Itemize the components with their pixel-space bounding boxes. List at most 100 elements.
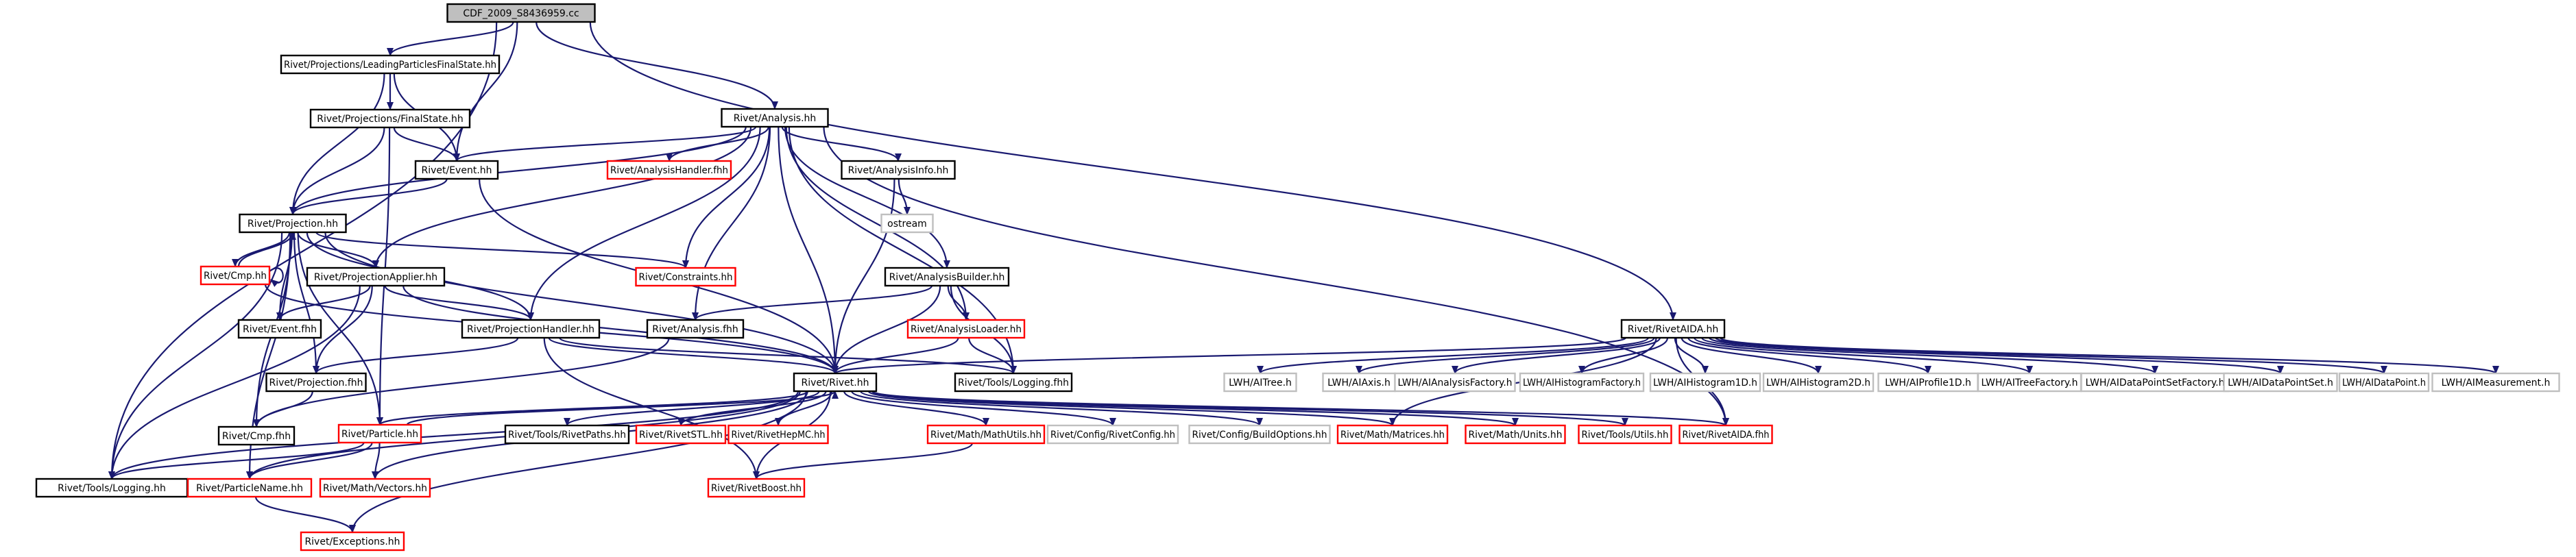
node-label: ostream — [887, 219, 927, 230]
edge-analysis-to-papplier — [372, 126, 752, 269]
node-ainfo[interactable]: Rivet/AnalysisInfo.hh — [841, 160, 956, 180]
node-cmpf[interactable]: Rivet/Cmp.fhh — [217, 425, 296, 446]
node-itree[interactable]: LWH/AITree.h — [1223, 372, 1297, 393]
edge-phandler-to-projf — [313, 337, 519, 374]
node-root[interactable]: CDF_2009_S8436959.cc — [446, 3, 596, 23]
node-iaxis[interactable]: LWH/AIAxis.h — [1322, 372, 1396, 393]
node-box — [1223, 372, 1297, 393]
node-label: LWH/AIProfile1D.h — [1885, 377, 1971, 388]
node-units[interactable]: Rivet/Math/Units.hh — [1465, 424, 1566, 445]
node-ih1[interactable]: LWH/AIHistogram1D.h — [1649, 372, 1761, 393]
node-matrices[interactable]: Rivet/Math/Matrices.hh — [1336, 424, 1449, 445]
node-analysis[interactable]: Rivet/Analysis.hh — [721, 108, 829, 128]
node-rpaths[interactable]: Rivet/Tools/RivetPaths.hh — [504, 424, 630, 445]
node-label: Rivet/ParticleName.hh — [196, 483, 303, 494]
node-label: Rivet/Projections/LeadingParticlesFinalS… — [284, 60, 496, 71]
node-box — [880, 213, 934, 234]
node-box — [954, 372, 1073, 393]
node-label: Rivet/Cmp.hh — [204, 271, 267, 282]
node-box — [237, 319, 322, 339]
node-ihf[interactable]: LWH/AIHistogramFactory.h — [1519, 372, 1645, 393]
node-boost[interactable]: Rivet/RivetBoost.hh — [707, 478, 806, 498]
node-tlog[interactable]: Rivet/Tools/Logging.hh — [35, 478, 189, 498]
node-projection[interactable]: Rivet/Projection.hh — [239, 213, 347, 234]
node-label: Rivet/ProjectionApplier.hh — [314, 272, 437, 283]
edge-projection-to-cmp — [232, 232, 291, 267]
node-label: Rivet/AnalysisInfo.hh — [848, 165, 949, 176]
node-label: LWH/AIHistogram2D.h — [1766, 377, 1870, 388]
edge-projection-to-tlog — [108, 232, 283, 480]
node-buildopts[interactable]: Rivet/Config/BuildOptions.hh — [1188, 424, 1331, 445]
node-riveth[interactable]: Rivet/Rivet.hh — [793, 372, 878, 393]
node-pname[interactable]: Rivet/ParticleName.hh — [186, 478, 313, 498]
node-aidaf[interactable]: Rivet/RivetAIDA.fhh — [1678, 424, 1773, 445]
node-label: Rivet/Math/Units.hh — [1469, 430, 1563, 441]
node-particle[interactable]: Rivet/Particle.hh — [337, 423, 422, 444]
node-phandler[interactable]: Rivet/ProjectionHandler.hh — [461, 319, 601, 339]
edge-riveth-to-mathutils — [843, 391, 989, 426]
edge-papplier-to-projf — [313, 285, 373, 374]
node-analysisf[interactable]: Rivet/Analysis.fhh — [646, 319, 745, 339]
node-box — [446, 3, 596, 23]
node-projf[interactable]: Rivet/Projection.fhh — [265, 372, 367, 393]
node-label: Rivet/Math/Matrices.hh — [1340, 430, 1445, 441]
node-idp[interactable]: LWH/AIDataPoint.h — [2338, 372, 2430, 393]
node-label: LWH/AIDataPointSetFactory.h — [2086, 377, 2225, 388]
node-vectors[interactable]: Rivet/Math/Vectors.hh — [319, 478, 431, 498]
node-utils[interactable]: Rivet/Tools/Utils.hh — [1578, 424, 1672, 445]
node-ip1[interactable]: LWH/AIProfile1D.h — [1877, 372, 1979, 393]
edge-aidahh-to-idps — [1709, 336, 2284, 375]
node-box — [1519, 372, 1645, 393]
node-tlogf[interactable]: Rivet/Tools/Logging.fhh — [954, 372, 1073, 393]
edge-analysis-to-constraints — [682, 126, 771, 269]
node-box — [1046, 424, 1179, 445]
node-lpfs[interactable]: Rivet/Projections/LeadingParticlesFinalS… — [280, 54, 501, 75]
edge-particle-to-vectors — [372, 442, 381, 480]
edge-analysis-to-analysisf — [692, 126, 771, 321]
edge-particle-to-riveth — [406, 390, 839, 426]
node-label: Rivet/Analysis.fhh — [652, 324, 738, 335]
node-abuilder[interactable]: Rivet/AnalysisBuilder.hh — [884, 267, 1010, 287]
edge-abuilder-to-riveth — [832, 285, 941, 374]
node-box — [1188, 424, 1331, 445]
node-ostream[interactable]: ostream — [880, 213, 934, 234]
node-idps[interactable]: LWH/AIDataPointSet.h — [2223, 372, 2338, 393]
edge-riveth-to-matrices — [867, 390, 1396, 427]
node-ianf[interactable]: LWH/AIAnalysisFactory.h — [1394, 372, 1516, 393]
node-label: LWH/AIAnalysisFactory.h — [1398, 377, 1513, 388]
node-ahandler[interactable]: Rivet/AnalysisHandler.fhh — [606, 160, 732, 180]
node-label: Rivet/Projection.fhh — [269, 377, 363, 388]
node-ih2[interactable]: LWH/AIHistogram2D.h — [1762, 372, 1875, 393]
node-cmp[interactable]: Rivet/Cmp.hh — [200, 265, 271, 286]
node-exceptions[interactable]: Rivet/Exceptions.hh — [300, 531, 405, 552]
node-imeas[interactable]: LWH/AIMeasurement.h — [2431, 372, 2560, 393]
node-itf[interactable]: LWH/AITreeFactory.h — [1977, 372, 2082, 393]
node-box — [841, 160, 956, 180]
node-eventf[interactable]: Rivet/Event.fhh — [237, 319, 322, 339]
node-papplier[interactable]: Rivet/ProjectionApplier.hh — [306, 267, 446, 287]
node-box — [504, 424, 630, 445]
edge-root-to-tlog — [108, 21, 498, 480]
node-aidahh[interactable]: Rivet/RivetAIDA.hh — [1620, 319, 1726, 339]
node-event[interactable]: Rivet/Event.hh — [414, 160, 499, 180]
edge-aidahh-to-idpsf — [1701, 336, 2158, 375]
edge-ainfo-to-riveth — [832, 178, 895, 374]
node-box — [200, 265, 271, 286]
node-label: Rivet/AnalysisHandler.fhh — [610, 165, 728, 176]
node-box — [35, 478, 189, 498]
node-constraints[interactable]: Rivet/Constraints.hh — [635, 267, 736, 287]
node-aloader[interactable]: Rivet/AnalysisLoader.hh — [906, 319, 1026, 339]
node-label: Rivet/AnalysisBuilder.hh — [889, 272, 1005, 283]
node-mathutils[interactable]: Rivet/Math/MathUtils.hh — [926, 424, 1046, 445]
node-label: LWH/AIHistogramFactory.h — [1523, 377, 1641, 388]
edge-aidahh-to-ih2 — [1681, 337, 1822, 374]
node-hepmc[interactable]: Rivet/RivetHepMC.hh — [727, 424, 829, 445]
node-rconfig[interactable]: Rivet/Config/RivetConfig.hh — [1046, 424, 1179, 445]
node-box — [884, 267, 1010, 287]
edge-papplier-to-tlog — [108, 285, 361, 480]
node-idpsf[interactable]: LWH/AIDataPointSetFactory.h — [2080, 372, 2230, 393]
node-rstl[interactable]: Rivet/RivetSTL.hh — [635, 424, 727, 445]
node-fs[interactable]: Rivet/Projections/FinalState.hh — [309, 108, 471, 129]
edge-papplier-to-phandler — [384, 285, 534, 321]
